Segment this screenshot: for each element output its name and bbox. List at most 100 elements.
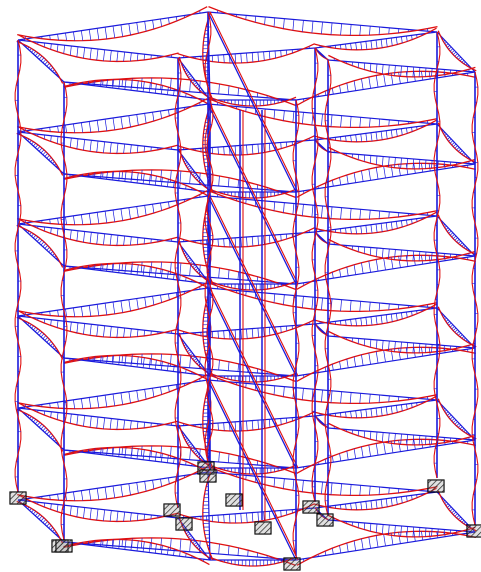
moment-ordinate: [319, 145, 322, 147]
moment-ordinate: [394, 341, 396, 352]
moment-ordinate: [116, 51, 119, 62]
moment-ordinate: [438, 400, 440, 402]
moment-ordinate: [42, 519, 47, 523]
moment-ordinate: [142, 541, 145, 552]
moment-ordinate: [273, 201, 276, 211]
column-member: [471, 71, 479, 526]
moment-ordinate: [447, 505, 450, 508]
moment-ordinate: [189, 79, 191, 92]
moment-ordinate: [251, 52, 254, 63]
moment-ordinate: [185, 439, 189, 443]
moment-ordinate: [340, 23, 342, 36]
moment-ordinate: [437, 160, 439, 168]
moment-ordinate: [96, 28, 100, 40]
moment-ordinate: [94, 80, 96, 86]
moment-ordinate: [50, 343, 54, 346]
moment-ordinate: [349, 116, 352, 128]
moment-ordinate: [380, 407, 383, 416]
moment-ordinate: [263, 51, 265, 61]
moment-ordinate: [109, 510, 112, 522]
moment-ordinate: [321, 54, 323, 57]
moment-ordinate: [128, 207, 131, 220]
moment-ordinate: [40, 517, 45, 522]
moment-ordinate: [175, 384, 178, 389]
moment-ordinate: [390, 313, 393, 322]
brace-member: [207, 287, 297, 469]
moment-ordinate: [320, 330, 323, 332]
moment-ordinate: [218, 175, 220, 187]
moment-ordinate: [398, 72, 401, 84]
column-moment-curve: [206, 99, 214, 471]
moment-ordinate: [355, 42, 357, 50]
moment-ordinate: [152, 204, 155, 214]
moment-ordinate: [452, 511, 457, 515]
moment-ordinate: [116, 143, 119, 154]
beam-moment-diagram: [63, 537, 297, 566]
moment-ordinate: [447, 229, 450, 232]
beam-moment-diagram: [63, 77, 297, 106]
beam-moment-curve: [63, 445, 296, 474]
moment-ordinate: [401, 36, 403, 44]
moment-ordinate: [428, 255, 431, 264]
beam-moment-diagram: [327, 330, 476, 354]
moment-ordinate: [42, 427, 47, 431]
moment-ordinate: [136, 329, 139, 337]
moment-ordinate: [457, 56, 461, 60]
moment-ordinate: [57, 34, 59, 41]
moment-ordinate: [449, 324, 454, 328]
moment-ordinate: [152, 388, 155, 398]
moment-ordinate: [318, 236, 321, 238]
moment-ordinate: [33, 143, 37, 147]
moment-ordinate: [375, 75, 379, 88]
moment-ordinate: [319, 53, 322, 55]
moment-ordinate: [448, 414, 452, 418]
moment-ordinate: [443, 316, 446, 318]
moment-ordinate: [27, 322, 30, 325]
moment-ordinate: [185, 71, 189, 75]
moment-ordinate: [136, 540, 139, 552]
moment-ordinate: [19, 133, 21, 135]
moment-ordinate: [96, 304, 100, 316]
beam-moment-diagram: [207, 466, 438, 497]
moment-ordinate: [330, 22, 333, 35]
beam-moment-curve: [63, 537, 296, 566]
moment-ordinate: [23, 504, 25, 506]
moment-ordinate: [46, 63, 50, 67]
moment-ordinate: [368, 536, 371, 549]
support-block: [316, 513, 334, 527]
moment-ordinate: [353, 80, 357, 91]
moment-ordinate: [456, 331, 460, 335]
moment-ordinate: [323, 332, 326, 334]
moment-ordinate: [459, 518, 463, 522]
moment-ordinate: [136, 298, 139, 310]
beam-moment-diagram: [17, 310, 179, 339]
moment-ordinate: [112, 117, 116, 130]
moment-ordinate: [104, 395, 108, 407]
moment-ordinate: [96, 120, 100, 132]
moment-ordinate: [457, 516, 461, 520]
moment-ordinate: [345, 503, 347, 510]
beam-moment-diagram: [16, 223, 65, 268]
moment-ordinate: [227, 453, 230, 463]
moment-ordinate: [143, 146, 146, 152]
moment-ordinate: [442, 38, 444, 40]
moment-ordinate: [370, 316, 373, 326]
moment-ordinate: [229, 514, 231, 523]
moment-ordinate: [148, 174, 151, 185]
moment-ordinate: [217, 147, 219, 155]
moment-ordinate: [461, 152, 465, 155]
moment-ordinate: [196, 269, 200, 273]
moment-ordinate: [106, 79, 108, 88]
moment-ordinate: [192, 172, 196, 176]
moment-ordinate: [44, 429, 48, 433]
beam-moment-diagram: [177, 56, 212, 101]
moment-ordinate: [319, 420, 321, 423]
moment-ordinate: [444, 317, 447, 320]
moment-ordinate: [428, 439, 431, 448]
moment-ordinate: [27, 506, 30, 509]
moment-ordinate: [451, 142, 455, 146]
moment-ordinate: [332, 548, 334, 555]
moment-ordinate: [421, 71, 424, 81]
moment-ordinate: [383, 350, 386, 363]
moment-ordinate: [401, 220, 403, 228]
